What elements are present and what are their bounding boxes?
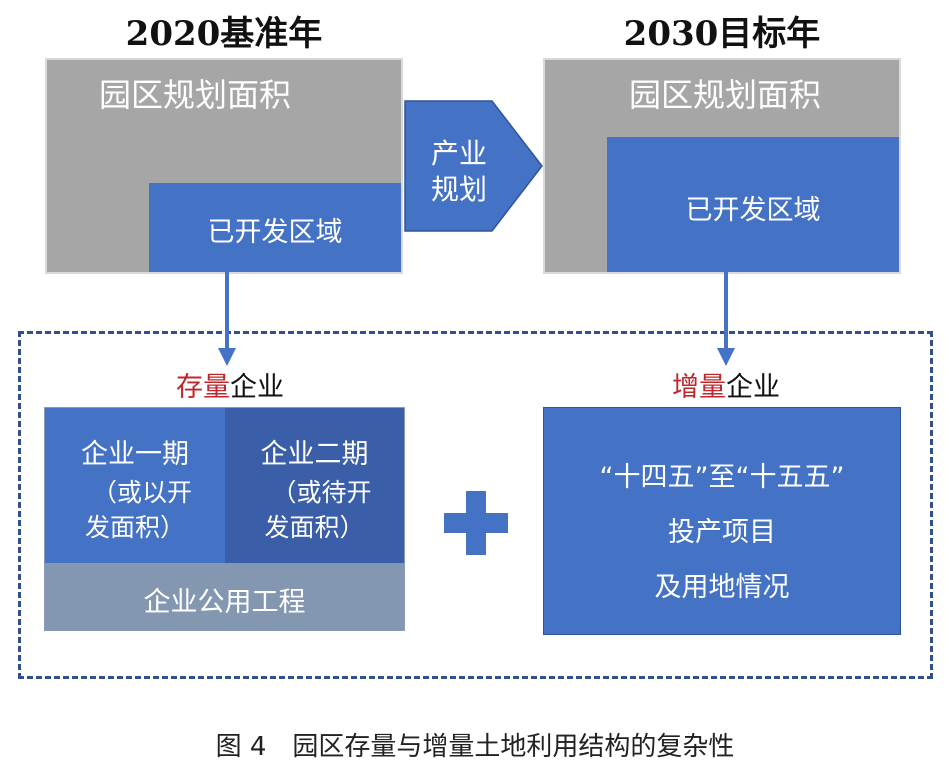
phase2-title: 企业二期 (260, 439, 369, 470)
right-panel-title: 2030目标年 (623, 14, 821, 54)
enterprise-phase1-block (45, 408, 225, 563)
industry-planning-label-line2: 规划 (430, 173, 487, 206)
industry-planning-arrow (404, 100, 543, 232)
existing-enterprise-label: 存量企业 (120, 365, 340, 404)
left-planned-area-label: 园区规划面积 (98, 76, 291, 114)
left-developed-area-label: 已开发区域 (207, 217, 343, 248)
incremental-line2: 投产项目 (668, 517, 776, 548)
phase2-note-line2: 发面积） (264, 513, 365, 542)
existing-label-emphasis: 存量 (176, 372, 230, 403)
phase1-title: 企业一期 (81, 439, 189, 470)
enterprise-land-container (18, 331, 933, 679)
figure-caption: 图 4 园区存量与增量土地利用结构的复杂性 (215, 732, 735, 762)
right-down-arrow (717, 272, 735, 366)
existing-label-suffix: 企业 (230, 372, 284, 403)
incremental-label-suffix: 企业 (726, 372, 780, 403)
right-developed-area (607, 137, 899, 272)
phase1-note-line1: （或以开 (91, 478, 192, 507)
incremental-label-emphasis: 增量 (672, 372, 726, 403)
incremental-enterprise-label: 增量企业 (616, 365, 836, 404)
phase1-note-line2: 发面积） (84, 513, 185, 542)
enterprise-phase2-block (225, 408, 404, 563)
right-developed-area-label: 已开发区域 (685, 195, 821, 226)
industry-planning-label-line1: 产业 (430, 137, 487, 170)
left-panel-title: 2020基准年 (125, 14, 323, 54)
plus-icon (444, 491, 508, 555)
public-works-label: 企业公用工程 (143, 587, 306, 618)
right-planned-area-label: 园区规划面积 (628, 76, 821, 114)
public-works-block (45, 563, 404, 630)
phase2-note-line1: （或待开 (271, 478, 372, 507)
incremental-line3: 及用地情况 (654, 572, 790, 603)
incremental-enterprise-block (543, 407, 901, 635)
left-developed-area (149, 183, 401, 272)
incremental-line1: “十四五”至“十五五” (599, 462, 845, 493)
existing-enterprise-group (44, 407, 405, 631)
left-down-arrow (218, 272, 236, 366)
